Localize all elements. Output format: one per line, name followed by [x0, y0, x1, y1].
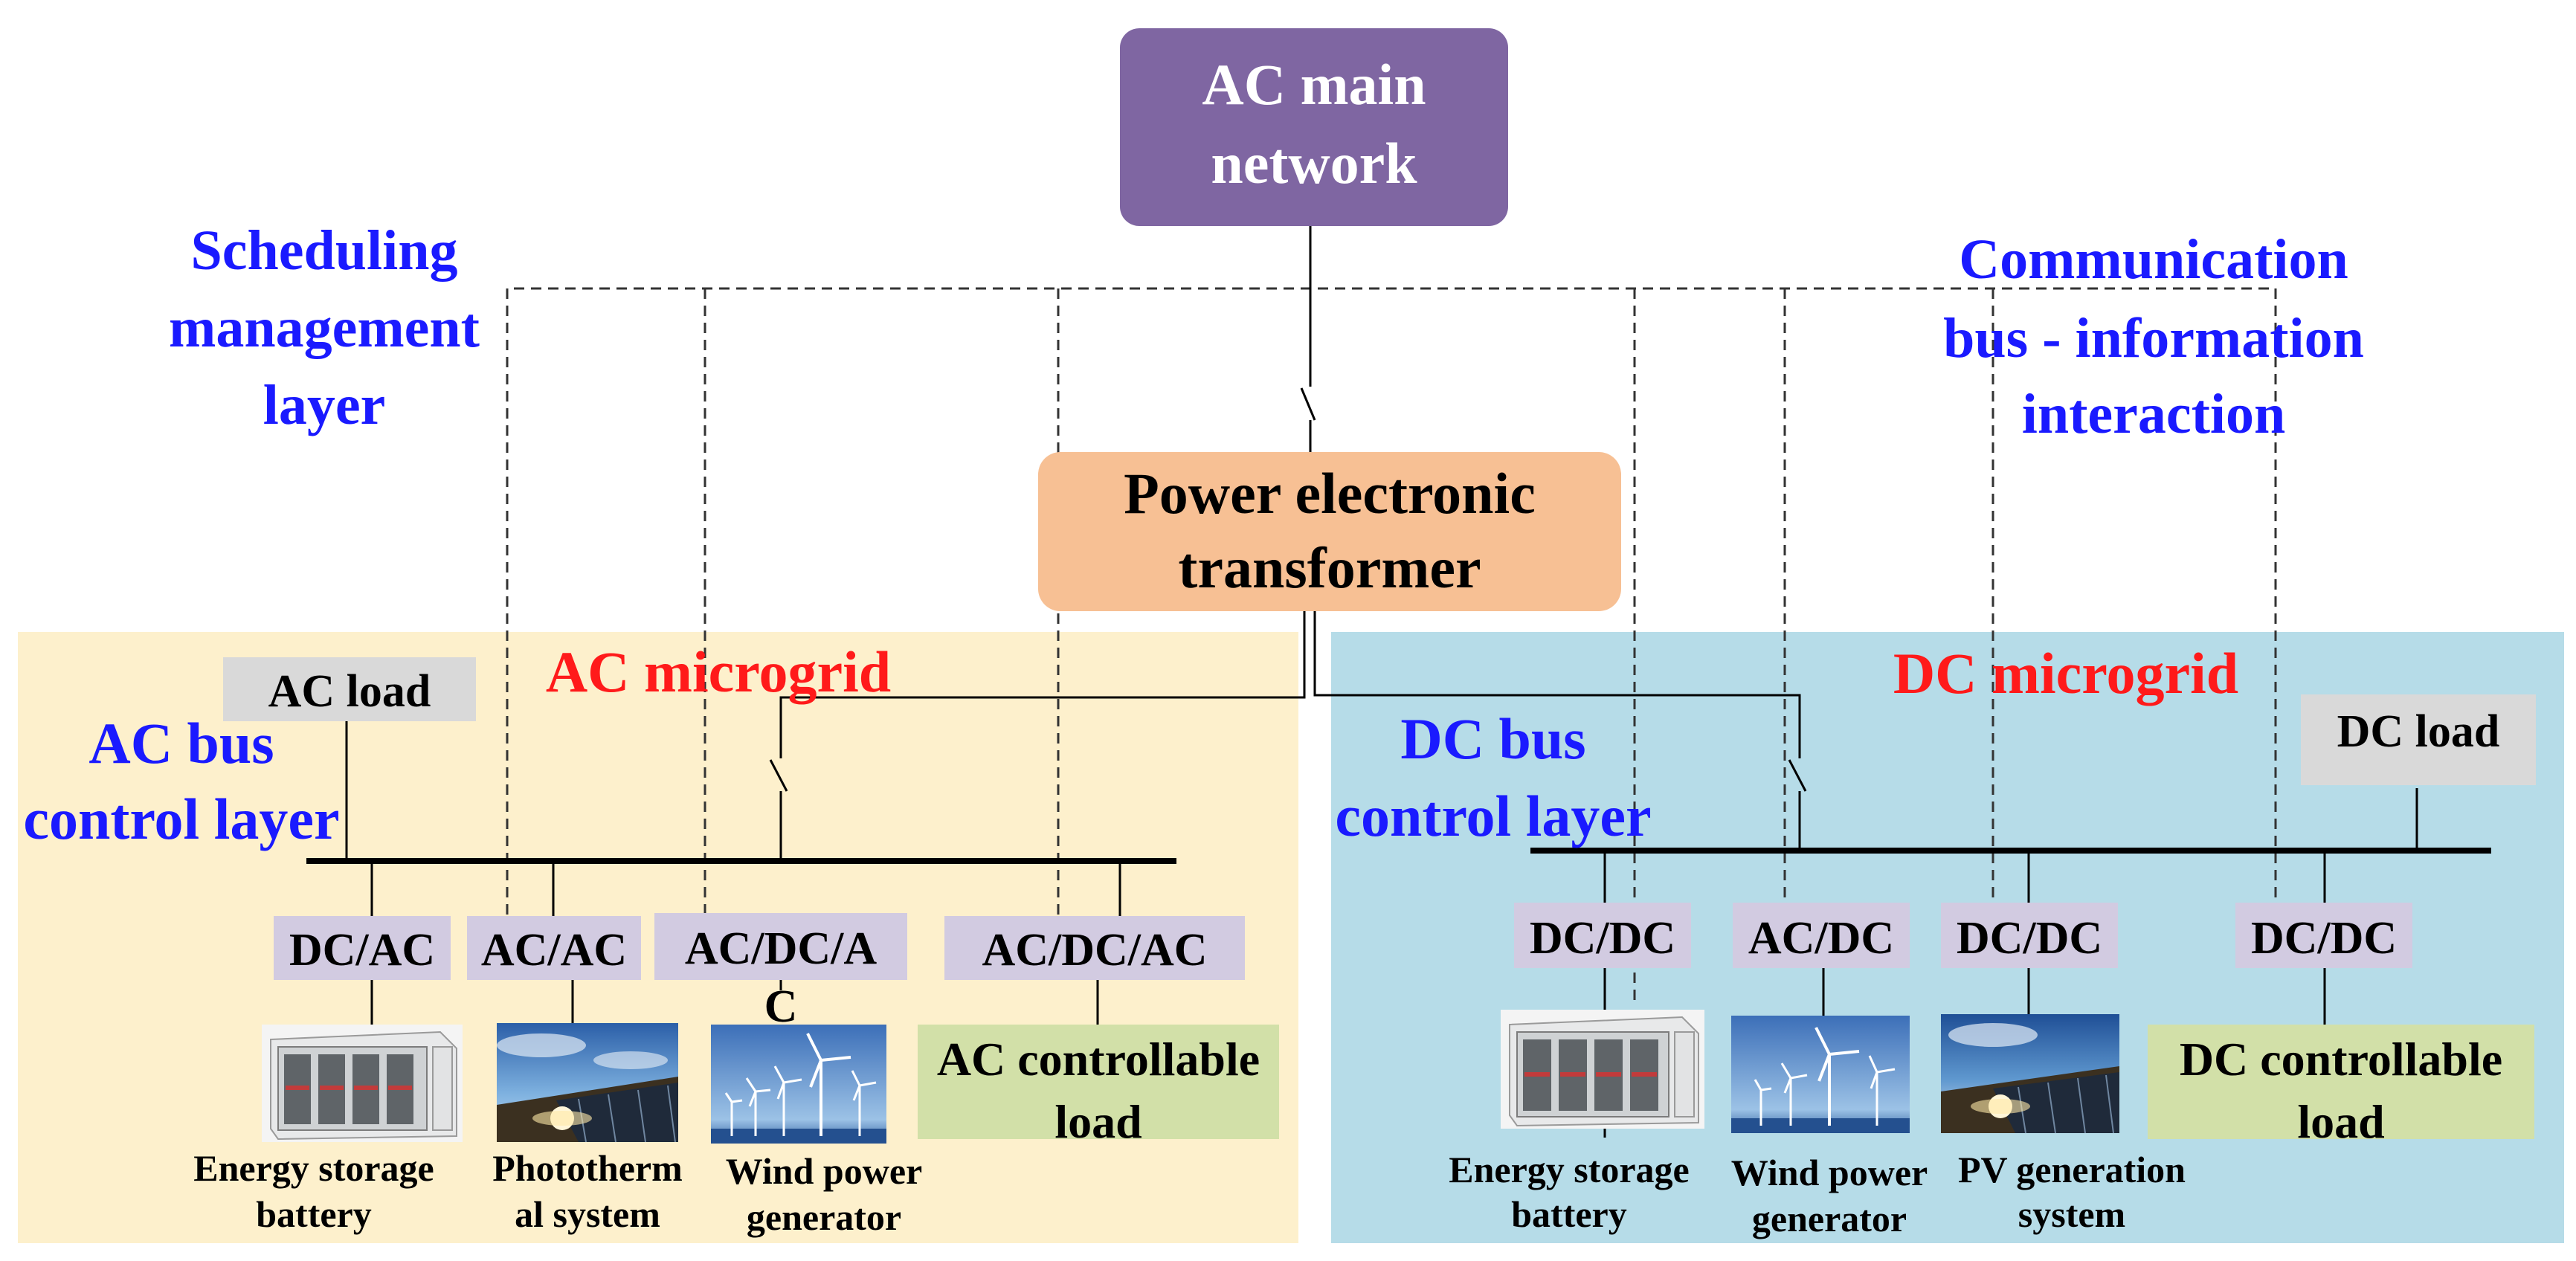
battery-cabinet-icon — [262, 1025, 463, 1142]
dc-microgrid-label: DC microgrid — [1893, 641, 2238, 706]
dc-device-caption: battery — [1511, 1193, 1627, 1235]
ac-converter-box — [467, 916, 641, 980]
ac-converter-label: AC/AC — [481, 925, 627, 975]
solar-panel-icon — [497, 1023, 678, 1143]
ac-device-caption: al system — [515, 1193, 660, 1235]
ac-converter-label: AC/DC/AC — [982, 925, 1207, 975]
dc-controllable-load-label: DC controllable — [2180, 1033, 2502, 1086]
dc-converter-box — [2235, 903, 2412, 968]
communication-bus-label: bus - information — [1943, 307, 2364, 370]
ac-converter-box — [654, 913, 907, 980]
dc-device-caption: Wind power — [1731, 1152, 1928, 1193]
dc-load-box: DC load — [2301, 694, 2536, 785]
pet-label: Power electronic — [1124, 461, 1536, 526]
ac-device-caption: Phototherm — [492, 1147, 683, 1189]
dc-device-caption: generator — [1752, 1198, 1907, 1239]
ac-device-caption: Wind power — [726, 1150, 922, 1192]
battery-cabinet-icon — [1501, 1010, 1704, 1129]
dc-converter-label: DC/DC — [1530, 913, 1675, 964]
ac-device-caption: battery — [256, 1193, 372, 1235]
scheduling-layer-label: layer — [263, 374, 386, 436]
wind-turbine-icon — [711, 1025, 886, 1144]
communication-bus-label: interaction — [2022, 383, 2286, 445]
ac-bus-control-layer-label: control layer — [23, 787, 339, 851]
ac-main-network-label: network — [1211, 131, 1417, 196]
power-electronic-transformer-box: Power electronic transformer — [1038, 452, 1621, 611]
ac-main-network-label: AC main — [1202, 52, 1426, 117]
dc-controllable-load-box: DC controllable load — [2148, 1025, 2534, 1148]
ac-feeder-lines — [370, 861, 1121, 1025]
ac-device-caption: Energy storage — [193, 1147, 434, 1189]
dc-converter-box — [1941, 903, 2118, 968]
dc-device-caption: system — [2018, 1193, 2125, 1235]
dc-device-caption: PV generation — [1958, 1149, 2186, 1190]
ac-converter-label: DC/AC — [289, 925, 435, 975]
scheduling-layer-label: Scheduling — [190, 219, 457, 282]
dc-converter-label: DC/DC — [1957, 913, 2102, 964]
dc-controllable-load-label: load — [2297, 1095, 2384, 1148]
dc-load-label: DC load — [2337, 706, 2500, 757]
ac-converter-overflow-label: C — [764, 981, 798, 1032]
wind-turbine-icon — [1731, 1016, 1910, 1133]
ac-controllable-load-box: AC controllable load — [918, 1025, 1279, 1148]
communication-bus-label: Communication — [1959, 228, 2348, 291]
dc-bus-control-layer-label: control layer — [1335, 784, 1651, 848]
ac-microgrid-label: AC microgrid — [546, 639, 891, 704]
ac-controllable-load-label: load — [1054, 1095, 1142, 1148]
power-lines — [345, 225, 2418, 861]
ac-converter-box — [274, 916, 451, 980]
dc-converter-label: AC/DC — [1748, 913, 1894, 964]
dc-bus-control-layer-label: DC bus — [1400, 706, 1585, 771]
dc-converter-label: DC/DC — [2251, 913, 2397, 964]
ac-device-caption: generator — [747, 1196, 901, 1238]
ac-load-box: AC load — [223, 657, 476, 721]
pet-label: transformer — [1178, 535, 1481, 600]
dc-converter-box — [1514, 903, 1691, 968]
ac-bus-control-layer-label: AC bus — [88, 711, 274, 775]
ac-controllable-load-label: AC controllable — [937, 1033, 1260, 1086]
ac-converter-box — [944, 916, 1245, 980]
ac-load-label: AC load — [268, 666, 431, 717]
dc-device-caption: Energy storage — [1449, 1149, 1690, 1190]
ac-main-network-box: AC main network — [1120, 28, 1508, 226]
ac-converter-label: AC/DC/A — [685, 923, 878, 974]
dc-converter-box — [1733, 903, 1910, 968]
scheduling-layer-label: management — [169, 297, 480, 359]
solar-panel-icon — [1941, 1014, 2119, 1134]
